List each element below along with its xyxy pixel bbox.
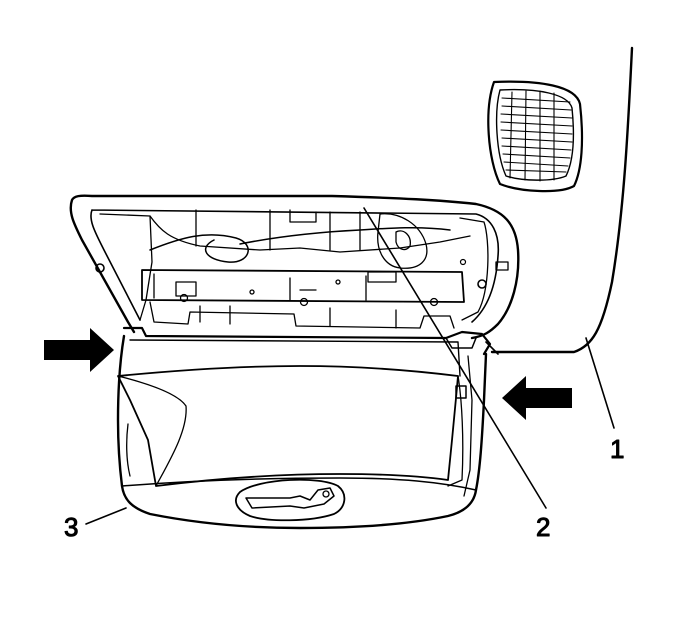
- interior-bracket-top: [195, 209, 361, 251]
- arrows: [44, 328, 572, 420]
- frame-screw-right: [477, 279, 487, 289]
- interior-motor: [377, 213, 428, 269]
- interior-fastener-3: [429, 297, 439, 307]
- interior-cross-member: [141, 269, 465, 303]
- air-vent-louvers: [500, 90, 573, 182]
- interior-fastener-2: [299, 297, 309, 307]
- door-top-edge: [122, 326, 492, 356]
- interior-lower-panel: [149, 301, 455, 329]
- callout-label-3: 3: [64, 512, 78, 542]
- interior-lower-ribs: [199, 305, 397, 329]
- frame-outer: [69, 194, 520, 340]
- door-handle-recess: [235, 478, 346, 522]
- air-vent-bezel: [487, 80, 584, 193]
- interior-fastener-5: [249, 289, 255, 295]
- door-stop-tab-right: [445, 337, 477, 349]
- interior-duct: [149, 215, 471, 253]
- door-handle-pivot: [322, 490, 330, 498]
- leader-line-2: [363, 207, 547, 509]
- frame-right-panel: [459, 217, 489, 321]
- callout-label-2: 2: [536, 512, 550, 542]
- instrument-panel: [485, 46, 634, 355]
- left-arrow: [44, 328, 114, 372]
- interior-cross-member-detail: [153, 271, 397, 301]
- glove-box-frame: [69, 194, 520, 340]
- door-latch-striker: [455, 385, 467, 399]
- door-right-wall: [463, 355, 473, 497]
- door-bin: [117, 365, 459, 487]
- door-bin-left-side: [117, 375, 187, 487]
- door-face-crease: [121, 477, 477, 491]
- door-handle-lever: [245, 487, 335, 509]
- frame-screw-left: [95, 263, 105, 273]
- air-vent: [487, 80, 584, 193]
- dash-interior: [141, 209, 471, 329]
- frame-clip-right: [495, 261, 509, 271]
- door-outer-shell: [116, 334, 488, 530]
- air-vent-opening: [495, 88, 575, 181]
- callout-label-1: 1: [610, 434, 624, 464]
- door-left-hinge: [126, 423, 131, 477]
- leader-lines: [85, 207, 615, 525]
- interior-fastener-1: [179, 293, 189, 303]
- leader-line-3: [85, 507, 127, 525]
- right-arrow: [502, 376, 572, 420]
- frame-screw-upper-right: [459, 258, 467, 266]
- glove-box-door: [116, 326, 492, 530]
- frame-left-panel: [99, 213, 153, 321]
- frame-inner: [90, 209, 500, 323]
- instrument-panel-edge: [490, 46, 634, 354]
- interior-fastener-4: [335, 279, 341, 285]
- instrument-panel-lower-lip: [485, 341, 499, 355]
- leader-line-1: [585, 337, 615, 429]
